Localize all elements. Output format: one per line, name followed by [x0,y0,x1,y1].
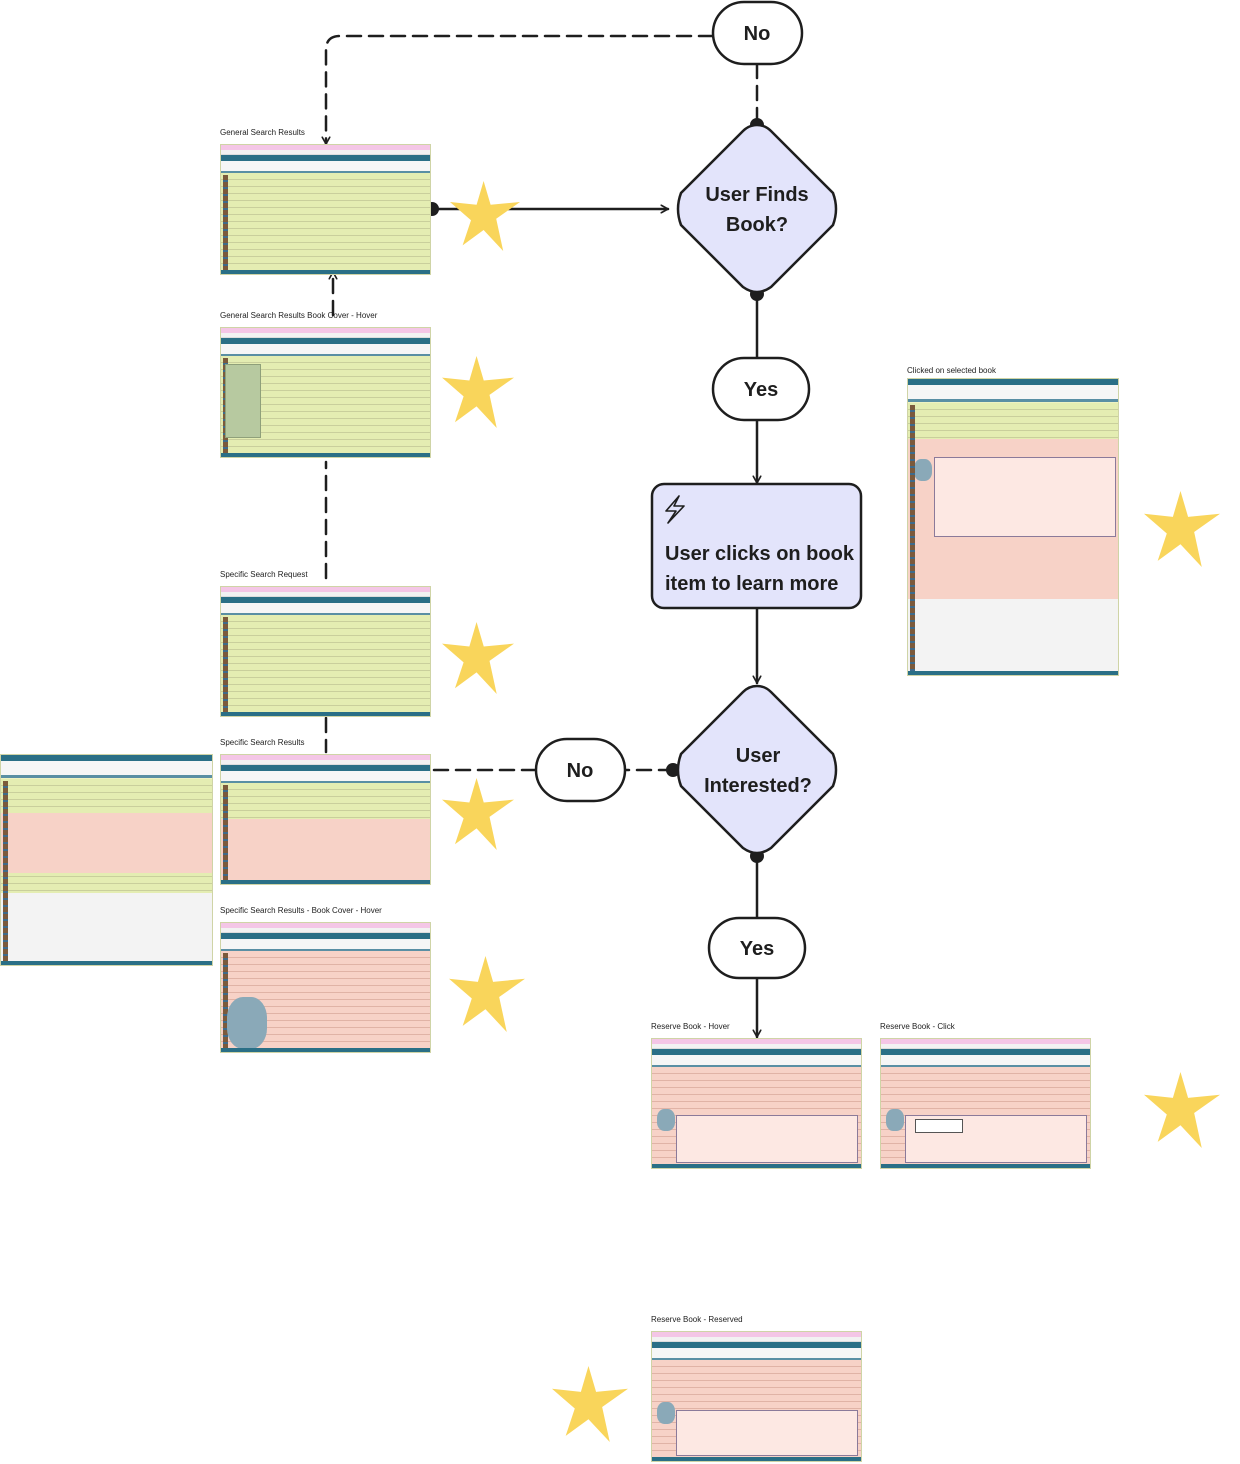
star-icon [552,1366,628,1442]
star-icon [442,778,514,850]
svg-text:No: No [567,760,594,782]
node-yes-2[interactable]: Yes [707,916,807,980]
label-reserve-click: Reserve Book - Click [880,1022,955,1031]
svg-text:Interested?: Interested? [704,775,812,797]
star-icon [450,181,520,251]
edge-no-top-to-general-results [326,34,715,146]
decision-user-finds-book[interactable]: User Finds Book? [676,123,838,294]
label-general-search-results: General Search Results [220,128,305,137]
dot-decision-2-left [666,763,680,777]
label-reserve-hover: Reserve Book - Hover [651,1022,730,1031]
svg-text:User Finds: User Finds [705,184,808,206]
label-specific-search-request: Specific Search Request [220,570,308,579]
action-user-clicks-book-item[interactable]: User clicks on book item to learn more [650,482,863,610]
label-specific-search-cover-hover: Specific Search Results - Book Cover - H… [220,906,382,915]
thumbnail-general-search-cover-hover[interactable] [220,327,431,458]
star-icon [442,622,514,694]
svg-text:Book?: Book? [726,214,788,236]
svg-text:item to learn more: item to learn more [665,573,838,595]
thumbnail-specific-results-full[interactable] [0,754,213,966]
star-icon [442,356,514,428]
thumbnail-reserve-hover[interactable] [651,1038,862,1169]
node-yes-1[interactable]: Yes [711,356,811,422]
label-reserve-reserved: Reserve Book - Reserved [651,1315,743,1324]
label-specific-search-results: Specific Search Results [220,738,305,747]
star-icon [1144,491,1220,567]
thumbnail-reserve-reserved[interactable] [651,1331,862,1462]
svg-text:Yes: Yes [740,938,774,960]
svg-text:User: User [736,745,781,767]
node-no-mid[interactable]: No [534,737,627,803]
svg-text:User clicks on book: User clicks on book [665,543,855,565]
label-general-search-cover-hover: General Search Results Book Cover - Hove… [220,311,378,320]
lightning-icon [665,495,685,524]
star-icon [1144,1072,1220,1148]
thumbnail-specific-search-request[interactable] [220,586,431,717]
thumbnail-clicked-selected-book[interactable] [907,378,1119,676]
thumbnail-reserve-click[interactable] [880,1038,1091,1169]
svg-text:No: No [744,23,771,45]
label-clicked-selected-book: Clicked on selected book [907,366,996,375]
thumbnail-general-search-results[interactable] [220,144,431,275]
svg-text:Yes: Yes [744,379,778,401]
thumbnail-specific-search-cover-hover[interactable] [220,922,431,1053]
decision-user-interested[interactable]: User Interested? [676,684,838,855]
star-icon [449,956,525,1032]
thumbnail-specific-search-results[interactable] [220,754,431,885]
star-decorations [442,181,1220,1442]
node-no-top[interactable]: No [711,0,804,66]
